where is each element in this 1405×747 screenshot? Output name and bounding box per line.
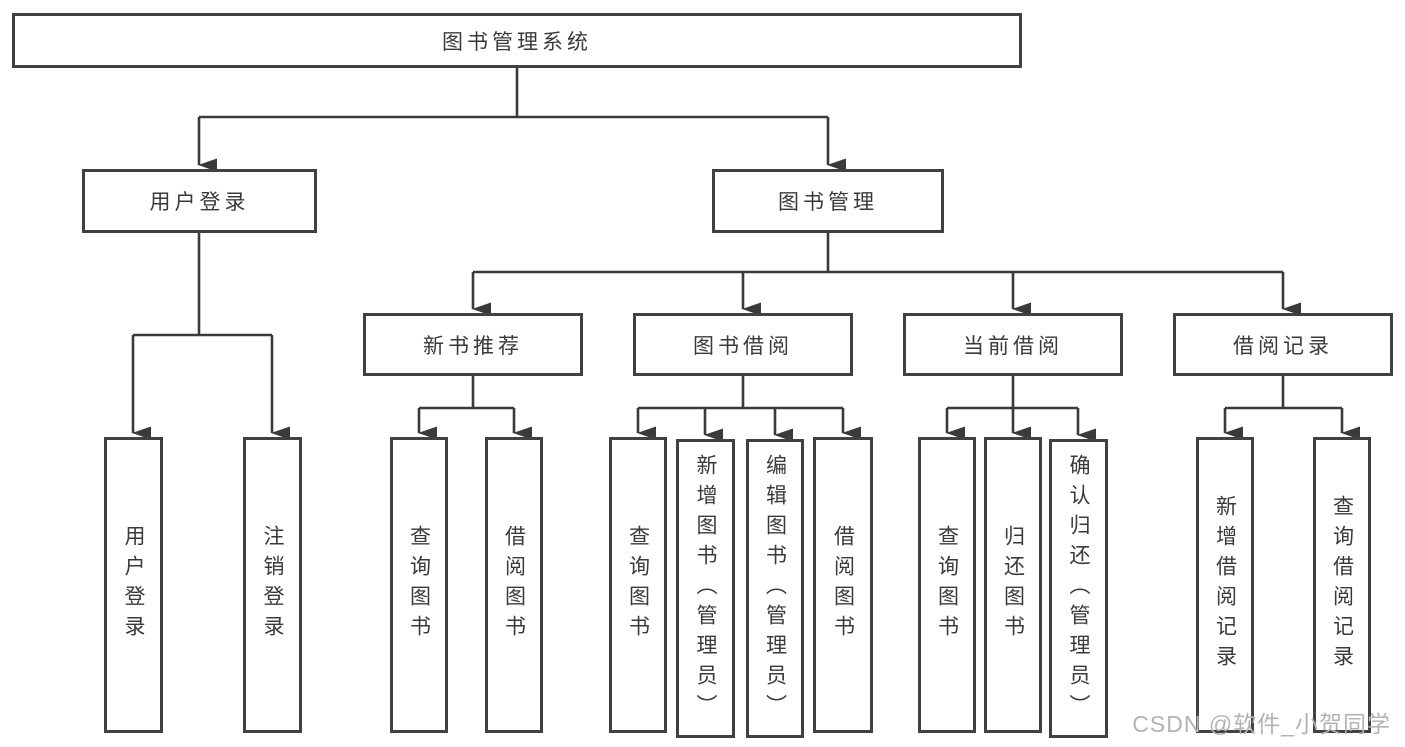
node-root: 图书管理系统 bbox=[12, 13, 1022, 68]
node-leaf-edit-book: 编辑图书（管理员） bbox=[746, 439, 804, 738]
node-leaf-query-record: 查询借阅记录 bbox=[1313, 437, 1371, 733]
leaf-edit-book-label: 编辑图书（管理员） bbox=[763, 453, 787, 724]
node-user-login-label: 用户登录 bbox=[149, 191, 250, 214]
leaf-query-book-1-label: 查询图书 bbox=[407, 525, 431, 645]
leaf-add-book-label: 新增图书（管理员） bbox=[694, 453, 717, 724]
node-leaf-query-book-1: 查询图书 bbox=[390, 437, 448, 733]
node-leaf-borrow-book-2: 借阅图书 bbox=[813, 437, 873, 733]
node-book-mgmt-label: 图书管理 bbox=[778, 191, 878, 214]
node-leaf-logout: 注销登录 bbox=[243, 437, 302, 733]
node-leaf-user-login: 用户登录 bbox=[104, 437, 163, 733]
leaf-borrow-book-2-label: 借阅图书 bbox=[831, 525, 855, 645]
leaf-borrow-book-1-label: 借阅图书 bbox=[502, 525, 526, 645]
node-root-label: 图书管理系统 bbox=[442, 30, 592, 54]
leaf-add-record-label: 新增借阅记录 bbox=[1213, 495, 1237, 675]
node-leaf-query-book-3: 查询图书 bbox=[918, 437, 976, 733]
node-borrow-record-label: 借阅记录 bbox=[1233, 334, 1333, 358]
node-borrow-record: 借阅记录 bbox=[1173, 313, 1393, 376]
node-current-borrow: 当前借阅 bbox=[903, 313, 1123, 376]
node-new-book-rec-label: 新书推荐 bbox=[423, 334, 523, 358]
node-leaf-confirm-return: 确认归还（管理员） bbox=[1049, 439, 1108, 738]
leaf-query-book-2-label: 查询图书 bbox=[626, 525, 650, 645]
node-user-login: 用户登录 bbox=[82, 169, 317, 233]
leaf-confirm-return-label: 确认归还（管理员） bbox=[1067, 453, 1090, 724]
node-leaf-add-record: 新增借阅记录 bbox=[1196, 437, 1254, 733]
leaf-logout-label: 注销登录 bbox=[261, 525, 284, 645]
node-leaf-query-book-2: 查询图书 bbox=[609, 437, 667, 733]
node-new-book-rec: 新书推荐 bbox=[363, 313, 583, 376]
leaf-query-record-label: 查询借阅记录 bbox=[1330, 495, 1354, 675]
leaf-return-book-label: 归还图书 bbox=[1001, 525, 1025, 645]
node-leaf-return-book: 归还图书 bbox=[984, 437, 1042, 733]
csdn-watermark: CSDN @软件_小贺同学 bbox=[1132, 711, 1391, 737]
node-leaf-add-book: 新增图书（管理员） bbox=[676, 439, 735, 738]
node-book-borrow: 图书借阅 bbox=[633, 313, 853, 376]
leaf-query-book-3-label: 查询图书 bbox=[935, 525, 959, 645]
leaf-user-login-label: 用户登录 bbox=[122, 525, 145, 645]
node-book-mgmt: 图书管理 bbox=[712, 169, 944, 233]
node-leaf-borrow-book-1: 借阅图书 bbox=[485, 437, 543, 733]
node-current-borrow-label: 当前借阅 bbox=[963, 334, 1063, 358]
node-book-borrow-label: 图书借阅 bbox=[693, 334, 793, 358]
